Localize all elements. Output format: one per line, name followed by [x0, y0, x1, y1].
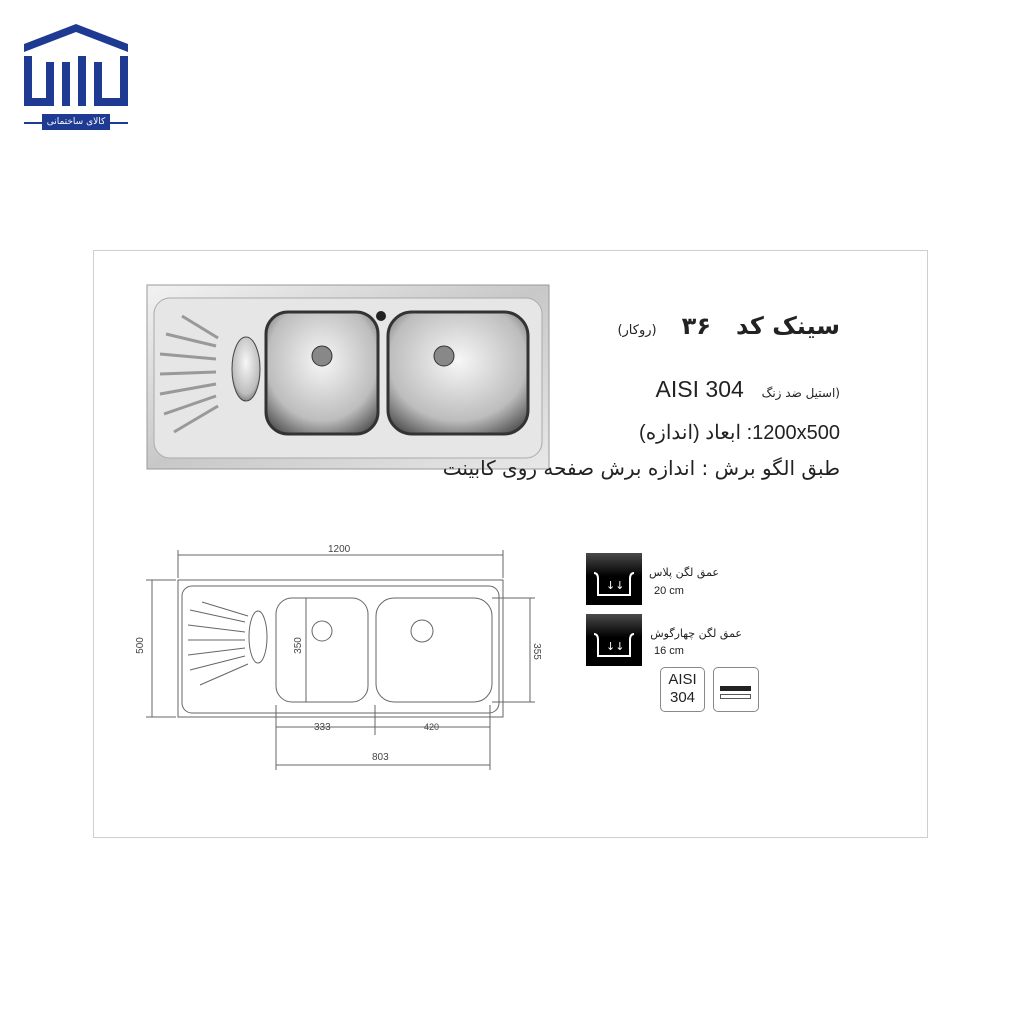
dim-bowl-right-width: 420: [424, 722, 440, 732]
feature-depth-square: ↓↓: [586, 614, 642, 666]
svg-text:↓↓: ↓↓: [606, 640, 624, 653]
material-label: (استیل ضد زنگ: [761, 386, 840, 400]
product-title: سینک کد ۳۶ (روکار): [617, 312, 840, 340]
dim-bowl-depth-right: 355: [530, 643, 542, 660]
bowl-depth-icon: ↓↓: [586, 553, 642, 605]
feature-depth-plus: ↓↓: [586, 553, 642, 605]
dim-height: 500: [134, 637, 146, 654]
svg-text:↓↓: ↓↓: [606, 579, 624, 592]
mount-type: (روکار): [617, 323, 657, 338]
aisi-number: 304: [669, 689, 696, 706]
dim-bowls-total: 803: [372, 752, 389, 763]
aisi-text: AISI: [668, 671, 697, 688]
dimensions-line: 1200x500: ابعاد (اندازه): [639, 422, 840, 444]
technical-drawing: [146, 550, 535, 770]
feature-label: عمق لگن پلاس: [649, 566, 719, 579]
title-text: سینک کد: [736, 312, 840, 340]
dim-bowl-left-width: 333: [314, 722, 331, 733]
material-grade: AISI 304: [655, 376, 744, 402]
aisi-badge: AISI 304: [660, 667, 705, 712]
logo-mark-icon: [24, 24, 128, 130]
dim-bowl-depth-left: 350: [292, 637, 304, 654]
logo-text: کالای ساختمانی: [46, 117, 106, 127]
dim-width: 1200: [328, 544, 351, 555]
feature-label: عمق لگن چهارگوش: [650, 627, 742, 640]
sink-photo: [146, 284, 550, 470]
cutout-note: طبق الگو برش : اندازه برش صفحه روی کابین…: [442, 456, 840, 480]
thickness-icon: [713, 667, 759, 712]
material-line: (استیل ضد زنگ AISI 304: [656, 376, 840, 403]
bowl-depth-icon: ↓↓: [586, 614, 642, 666]
product-card: [93, 250, 928, 838]
feature-value: 20 cm: [654, 585, 684, 597]
product-code: ۳۶: [681, 312, 711, 340]
brand-logo: کالای ساختمانی: [22, 22, 130, 130]
feature-value: 16 cm: [654, 645, 684, 657]
